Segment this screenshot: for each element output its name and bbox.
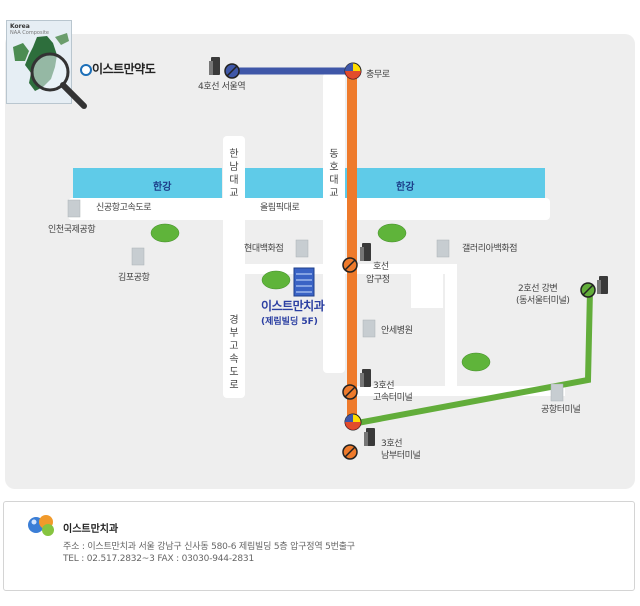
clinic-building-icon <box>293 267 315 297</box>
apgujeong-line-label: 호선 <box>373 262 389 272</box>
gangbyeon-station-label: 2호선 강변 <box>518 284 558 294</box>
olympic-road-label: 올림픽대로 <box>260 203 300 213</box>
airport-terminal-label: 공항터미널 <box>541 405 581 415</box>
galleria-label: 갤러리아백화점 <box>462 244 518 254</box>
express-terminal-name-label: 고속터미널 <box>373 393 413 403</box>
hyundai-label: 현대백화점 <box>244 244 284 254</box>
bullet-icon <box>80 64 92 76</box>
hannam-gyeongbu-road <box>223 136 245 398</box>
info-title: 이스트만치과 <box>63 524 119 535</box>
inset-country-label: Korea <box>10 23 30 30</box>
han-river-label-east: 한강 <box>396 182 415 193</box>
gimpo-airport-label: 김포공항 <box>118 273 150 283</box>
han-river-east <box>345 168 545 198</box>
subway-entrance-icon <box>209 57 608 446</box>
clinic-name-label: 이스트만치과 <box>261 299 325 313</box>
address-text: 주소 : 이스트만치과 서울 강남구 신사동 580-6 제림빌딩 5층 압구정… <box>63 542 355 552</box>
han-river-west <box>73 168 222 198</box>
map-title: 이스트만약도 <box>92 62 156 76</box>
tree-icon <box>150 223 491 372</box>
globe-icon <box>28 515 54 536</box>
olympic-road <box>68 198 550 220</box>
nambu-terminal-name-label: 남부터미널 <box>381 451 421 461</box>
han-river-label-west: 한강 <box>153 182 172 193</box>
chungmuro-label: 충무로 <box>366 70 390 80</box>
south-road <box>345 386 565 396</box>
station-marker-icon <box>224 63 596 460</box>
han-river-mid <box>245 168 323 198</box>
dongho-road <box>323 73 345 373</box>
expressway-west-label: 신공항고속도로 <box>96 203 152 213</box>
seoul-station-label: 4호선 서울역 <box>198 82 246 92</box>
map-panel <box>5 34 635 489</box>
magnifier-icon <box>30 52 87 109</box>
transfer-marker-icon <box>344 62 362 431</box>
clinic-building-label: (제림빌딩 5F) <box>261 317 318 327</box>
dong-seoul-terminal-label: (동서울터미널) <box>516 296 570 306</box>
info-panel <box>3 501 635 591</box>
express-terminal-line-label: 3호선 <box>373 381 395 391</box>
line-2-segment <box>351 289 593 427</box>
inset-caption: NAA Composite <box>10 30 49 36</box>
apgujeong-block <box>411 274 443 308</box>
incheon-airport-label: 인천국제공항 <box>48 225 96 235</box>
contact-text: TEL : 02.517.2832~3 FAX : 03030-944-2831 <box>63 554 254 564</box>
apgujeong-name-label: 압구정 <box>366 275 390 285</box>
building-icon <box>67 199 564 402</box>
ahnse-hospital-label: 안세병원 <box>381 326 413 336</box>
east-vertical-road <box>445 264 457 396</box>
nambu-terminal-line-label: 3호선 <box>381 439 403 449</box>
